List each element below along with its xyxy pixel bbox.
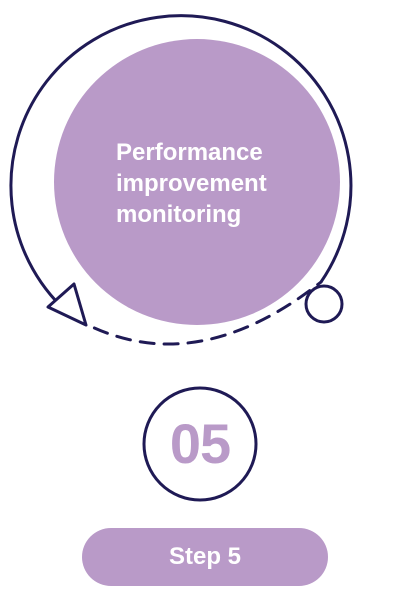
step-number-ring: [142, 386, 258, 502]
cycle-arrow-icon: [46, 282, 88, 327]
step-number: 05: [169, 412, 231, 475]
cycle-dashed-arc: [71, 280, 323, 346]
main-purple-circle: [54, 39, 340, 325]
step-title: Performance improvement monitoring: [116, 139, 267, 228]
cycle-outer-arc: [9, 14, 353, 319]
step-label-pill: Step 5: [82, 528, 328, 586]
cycle-end-marker: [304, 284, 344, 324]
